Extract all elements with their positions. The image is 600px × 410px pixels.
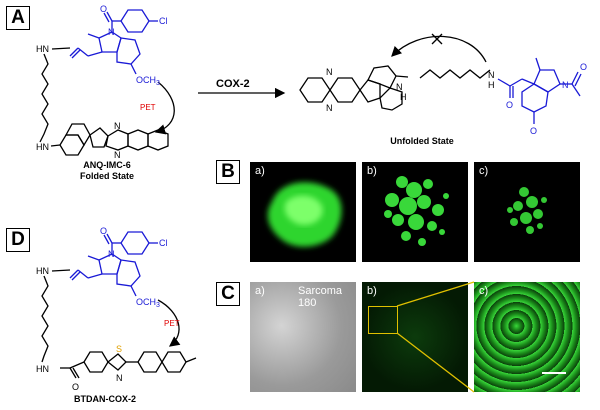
sarcoma-label: Sarcoma 180 [298,285,343,309]
panel-letter-c: C [216,282,240,306]
n-label-unfolded-2: N [326,103,333,113]
panel-b-sub-b: b) [367,165,377,177]
n-label-acenaphtho-2: N [114,150,121,160]
hn-label-d-bottom: HN [36,364,49,374]
o-label-bottom: O [100,226,107,236]
panel-b-image-a: a) [250,162,356,262]
n-label-amide: N [488,70,495,80]
pet-label-top: PET [140,103,156,112]
o-label-acetyl: O [580,62,587,72]
o-label-amide: O [506,100,513,110]
n-label-bottom: N [108,249,115,259]
panel-letter-d: D [6,228,30,252]
o-label-top: O [100,4,107,14]
h-label-amide: H [488,80,495,90]
n-label-acenaphtho: N [114,121,121,131]
brightfield-texture [250,282,356,392]
unfolded-structure [299,33,582,124]
hn-label-a-bottom: HN [36,142,49,152]
fluorescence-texture [362,282,468,392]
panel-c-image-c: c) [474,282,580,392]
n-label-unfolded: N [326,67,333,77]
hn-label-d: HN [36,266,49,276]
cox-2-label: COX-2 [216,78,250,90]
panel-c-sub-a: a) [255,285,265,297]
green-cells-b [384,176,449,246]
n-label-top: N [108,27,115,37]
och3-label-a: OCH3 [136,75,160,87]
anq-imc-6-name: ANQ-IMC-6 [83,160,131,170]
zoom-fluorescence-texture [474,282,580,392]
green-blob-a [267,182,342,247]
cl-label-top: Cl [159,16,168,26]
folded-state-label: Folded State [79,171,134,181]
unfolded-state-label: Unfolded State [390,136,454,146]
o-label-methoxy: O [530,126,537,136]
scale-bar [542,372,566,374]
panel-c-image-a: a) Sarcoma 180 [250,282,356,392]
panel-c-sub-b: b) [367,285,377,297]
n-label-indole-right: N [562,80,569,90]
o-label-amide-d: O [72,382,79,392]
panel-b-sub-a: a) [255,165,265,177]
btdan-caption: BTDAN-COX-2 [74,394,136,404]
btdan-cox-2-structure [41,231,197,379]
panel-c-sub-c: c) [479,285,489,297]
n-label-thiazole: N [116,373,123,383]
pet-label-bottom: PET [164,319,180,328]
panel-b-sub-c: c) [479,165,489,177]
hn-label-a: HN [36,44,49,54]
zoom-box [368,306,398,334]
panel-letter-b: B [216,160,240,184]
och3-label-d: OCH3 [136,297,160,309]
cl-label-bottom: Cl [159,238,168,248]
panel-letter-a: A [6,6,30,30]
anq-imc-6-structure [39,9,175,156]
s-label: S [116,344,122,354]
panel-b-image-c: c) [474,162,580,262]
green-cells-c [507,187,547,234]
panel-b-image-b: b) [362,162,468,262]
panel-c-image-b: b) [362,282,468,392]
anq-imc-6-caption: ANQ-IMC-6 Folded State [52,160,162,182]
